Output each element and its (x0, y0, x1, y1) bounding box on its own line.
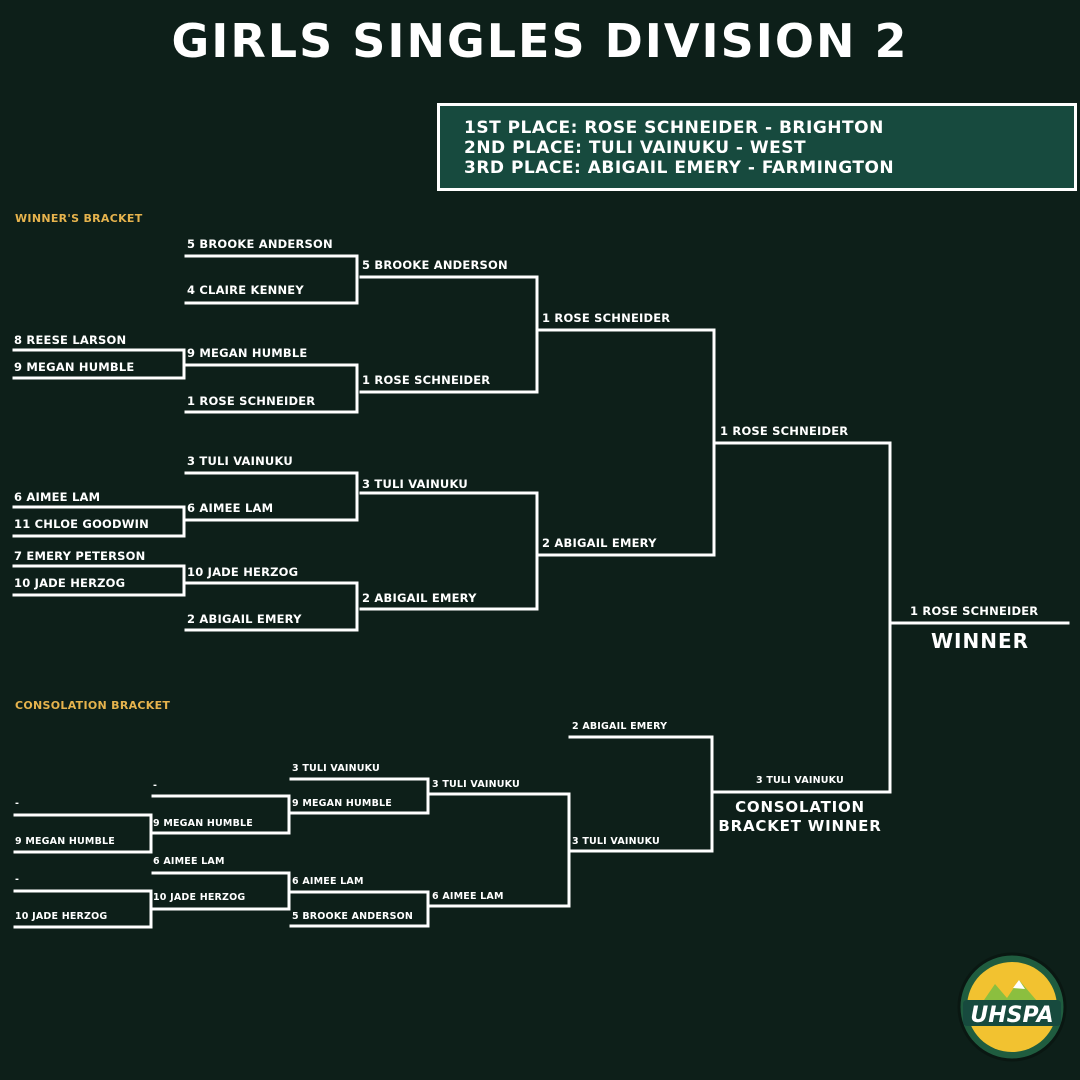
round1-slot-1: 5 BROOKE ANDERSON (187, 237, 333, 251)
quarterfinal-slot-3: 3 TULI VAINUKU (362, 477, 468, 491)
bracket-connector (568, 735, 714, 853)
consolation-r3-slot-1: 3 TULI VAINUKU (292, 763, 380, 774)
consolation-final-opponent: 2 ABIGAIL EMERY (572, 721, 668, 732)
consolation-r3-slot-2: 9 MEGAN HUMBLE (292, 798, 392, 809)
champion-name: 1 ROSE SCHNEIDER (910, 604, 1039, 618)
bracket-connector (712, 441, 892, 794)
final-slot-1: 1 ROSE SCHNEIDER (720, 424, 849, 438)
play-in-1-bottom: 9 MEGAN HUMBLE (14, 360, 135, 374)
bracket-connector (184, 254, 359, 305)
consolation-r2-slot-1: - (153, 780, 158, 791)
quarterfinal-slot-4: 2 ABIGAIL EMERY (362, 591, 477, 605)
bracket-connector (13, 889, 153, 929)
winners-bracket-label: WINNER'S BRACKET (15, 212, 143, 225)
consolation-winner-name: 3 TULI VAINUKU (756, 775, 844, 786)
round1-slot-4: 1 ROSE SCHNEIDER (187, 394, 316, 408)
uhspa-logo: UHSPA (957, 952, 1067, 1062)
bracket-connector (184, 471, 359, 522)
bracket-connector (151, 794, 291, 835)
play-in-1-top: 8 REESE LARSON (14, 333, 127, 347)
bracket-connector (12, 505, 186, 538)
bracket-connector (538, 328, 716, 557)
bracket-connector (359, 275, 539, 394)
consolation-r2-slot-3: 6 AIMEE LAM (153, 856, 225, 867)
bracket-connector (359, 491, 539, 611)
round1-slot-6: 6 AIMEE LAM (187, 501, 274, 515)
consolation-r4-slot-2: 6 AIMEE LAM (432, 891, 504, 902)
consolation-r3-slot-3: 6 AIMEE LAM (292, 876, 364, 887)
bracket-connector (289, 890, 430, 928)
svg-text:UHSPA: UHSPA (970, 1003, 1053, 1028)
second-place-line: 2ND PLACE: TULI VAINUKU - WEST (464, 138, 807, 158)
consolation-semifinal-slot: 3 TULI VAINUKU (572, 836, 660, 847)
round1-slot-8: 2 ABIGAIL EMERY (187, 612, 302, 626)
play-in-3-top: 7 EMERY PETERSON (14, 549, 146, 563)
round1-slot-2: 4 CLAIRE KENNEY (187, 283, 304, 297)
consolation-r1-slot-4: 10 JADE HERZOG (15, 911, 108, 922)
consolation-r3-slot-4: 5 BROOKE ANDERSON (292, 911, 414, 922)
bracket-connector (12, 564, 186, 597)
play-in-2-bottom: 11 CHLOE GOODWIN (14, 517, 149, 531)
semifinal-slot-2: 2 ABIGAIL EMERY (542, 536, 657, 550)
bracket-connector (151, 871, 291, 911)
semifinal-slot-1: 1 ROSE SCHNEIDER (542, 311, 671, 325)
consolation-r2-slot-2: 9 MEGAN HUMBLE (153, 818, 253, 829)
results-box: 1ST PLACE: ROSE SCHNEIDER - BRIGHTON 2ND… (437, 103, 1077, 191)
consolation-winner-caption: CONSOLATION BRACKET WINNER (718, 798, 882, 835)
quarterfinal-slot-2: 1 ROSE SCHNEIDER (362, 373, 491, 387)
consolation-r1-slot-1: - (15, 798, 20, 809)
round1-slot-7: 10 JADE HERZOG (187, 565, 299, 579)
play-in-2-top: 6 AIMEE LAM (14, 490, 101, 504)
consolation-r1-slot-2: 9 MEGAN HUMBLE (15, 836, 115, 847)
round1-slot-3: 9 MEGAN HUMBLE (187, 346, 308, 360)
third-place-line: 3RD PLACE: ABIGAIL EMERY - FARMINGTON (464, 158, 895, 178)
round1-slot-5: 3 TULI VAINUKU (187, 454, 293, 468)
consolation-r4-slot-1: 3 TULI VAINUKU (432, 779, 520, 790)
bracket-connector (13, 813, 153, 854)
bracket-connector (429, 792, 571, 908)
page-title: GIRLS SINGLES DIVISION 2 (171, 14, 909, 68)
bracket-connector (184, 581, 359, 632)
quarterfinal-slot-1: 5 BROOKE ANDERSON (362, 258, 508, 272)
bracket-connector (12, 348, 186, 380)
bracket-connector (289, 777, 430, 815)
play-in-3-bottom: 10 JADE HERZOG (14, 576, 126, 590)
consolation-r2-slot-4: 10 JADE HERZOG (153, 892, 246, 903)
consolation-r1-slot-3: - (15, 874, 20, 885)
first-place-line: 1ST PLACE: ROSE SCHNEIDER - BRIGHTON (464, 118, 884, 138)
winner-caption: WINNER (930, 629, 1030, 653)
consolation-bracket-label: CONSOLATION BRACKET (15, 699, 171, 712)
bracket-connector (184, 363, 359, 414)
